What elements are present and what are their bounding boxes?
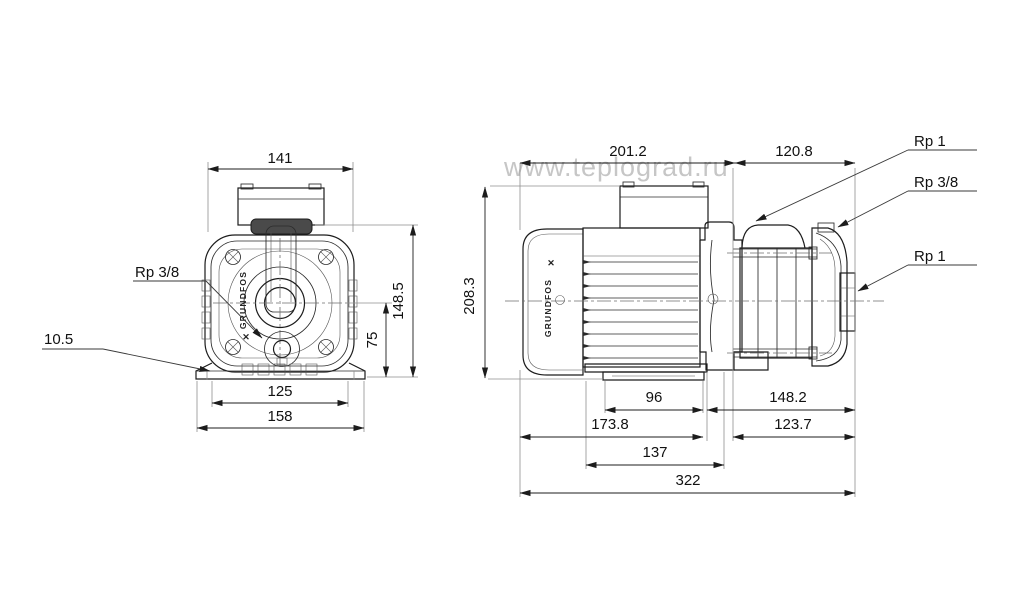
terminal-box-side <box>619 181 709 229</box>
end-cover <box>811 222 848 367</box>
label-rp38-side-text: Rp 3/8 <box>914 174 958 191</box>
label-suction-port: Rp 1 <box>857 248 977 292</box>
dim-141-text: 141 <box>267 150 292 167</box>
chamber-stack <box>727 246 832 360</box>
dim-120-8-text: 120.8 <box>775 143 813 160</box>
foot-side <box>488 363 708 381</box>
dim-120-8: 120.8 <box>734 143 856 167</box>
label-priming-plug: Rp 3/8 <box>837 174 977 228</box>
label-rp38-front-text: Rp 3/8 <box>135 264 179 281</box>
dim-322: 322 <box>519 472 856 497</box>
screw-icon <box>225 249 241 265</box>
corner-screws-front <box>225 249 334 355</box>
dim-322-text: 322 <box>675 472 700 489</box>
dim-158: 158 <box>196 381 365 432</box>
dim-96: 96 <box>604 389 704 414</box>
watermark: www.teplograd.ru <box>503 152 729 182</box>
dim-123-7: 123.7 <box>732 416 856 441</box>
discharge-boss <box>741 224 806 249</box>
dim-173-8: 173.8 <box>519 416 704 441</box>
motor-body <box>582 227 701 368</box>
dim-148-5-text: 148.5 <box>390 282 407 320</box>
label-drain-front: Rp 3/8 <box>133 264 263 339</box>
crosshair-centerline <box>213 238 347 369</box>
priming-plug-boss <box>817 222 835 233</box>
dim-201-2: 201.2 <box>519 143 736 167</box>
dim-208-3: 208.3 <box>461 186 489 379</box>
label-rp1-bottom-text: Rp 1 <box>914 248 946 265</box>
fan-cover: GRUNDFOS ✕ <box>522 228 584 376</box>
suction-port-front <box>213 238 347 369</box>
label-discharge-port: Rp 1 <box>755 133 977 222</box>
front-view: GRUNDFOS ✕ 141 148.5 <box>42 150 418 432</box>
dim-75: 75 <box>347 302 392 378</box>
tie-rods <box>727 246 832 360</box>
dim-123-7-text: 123.7 <box>774 416 812 433</box>
extension-lines-side <box>490 163 856 497</box>
side-tabs-front <box>201 279 358 340</box>
dim-148-5: 148.5 <box>315 224 418 378</box>
label-foot-hole: 10.5 <box>42 331 211 372</box>
grundfos-logo-side: GRUNDFOS ✕ <box>543 258 565 337</box>
label-10-5-text: 10.5 <box>44 331 73 348</box>
drain-plug-front <box>264 331 300 367</box>
label-rp1-top-text: Rp 1 <box>914 133 946 150</box>
dim-148-2: 148.2 <box>706 389 856 414</box>
dim-75-text: 75 <box>364 332 381 349</box>
base-front <box>195 362 366 380</box>
side-view: GRUNDFOS ✕ <box>461 133 977 497</box>
screw-icon <box>225 339 241 355</box>
grundfos-mark-icon: ✕ <box>547 258 555 268</box>
dim-125-text: 125 <box>267 383 292 400</box>
dim-158-text: 158 <box>267 408 292 425</box>
dim-201-2-text: 201.2 <box>609 143 647 160</box>
dim-137-text: 137 <box>642 444 667 461</box>
pump-head <box>699 221 806 371</box>
screw-icon <box>318 249 334 265</box>
dim-137: 137 <box>585 444 725 469</box>
dim-125: 125 <box>211 381 349 407</box>
dim-208-3-text: 208.3 <box>461 277 478 315</box>
brand-text: GRUNDFOS <box>543 279 553 337</box>
motor-fins <box>583 260 698 360</box>
grundfos-mark-icon: ✕ <box>242 332 250 342</box>
screw-icon <box>318 339 334 355</box>
brand-text: GRUNDFOS <box>238 271 248 329</box>
dim-96-text: 96 <box>646 389 663 406</box>
clamp-band-front <box>250 218 313 235</box>
grundfos-logo-front: GRUNDFOS ✕ <box>238 271 250 342</box>
dim-173-8-text: 173.8 <box>591 416 629 433</box>
dim-141: 141 <box>207 150 354 232</box>
dim-148-2-text: 148.2 <box>769 389 807 406</box>
